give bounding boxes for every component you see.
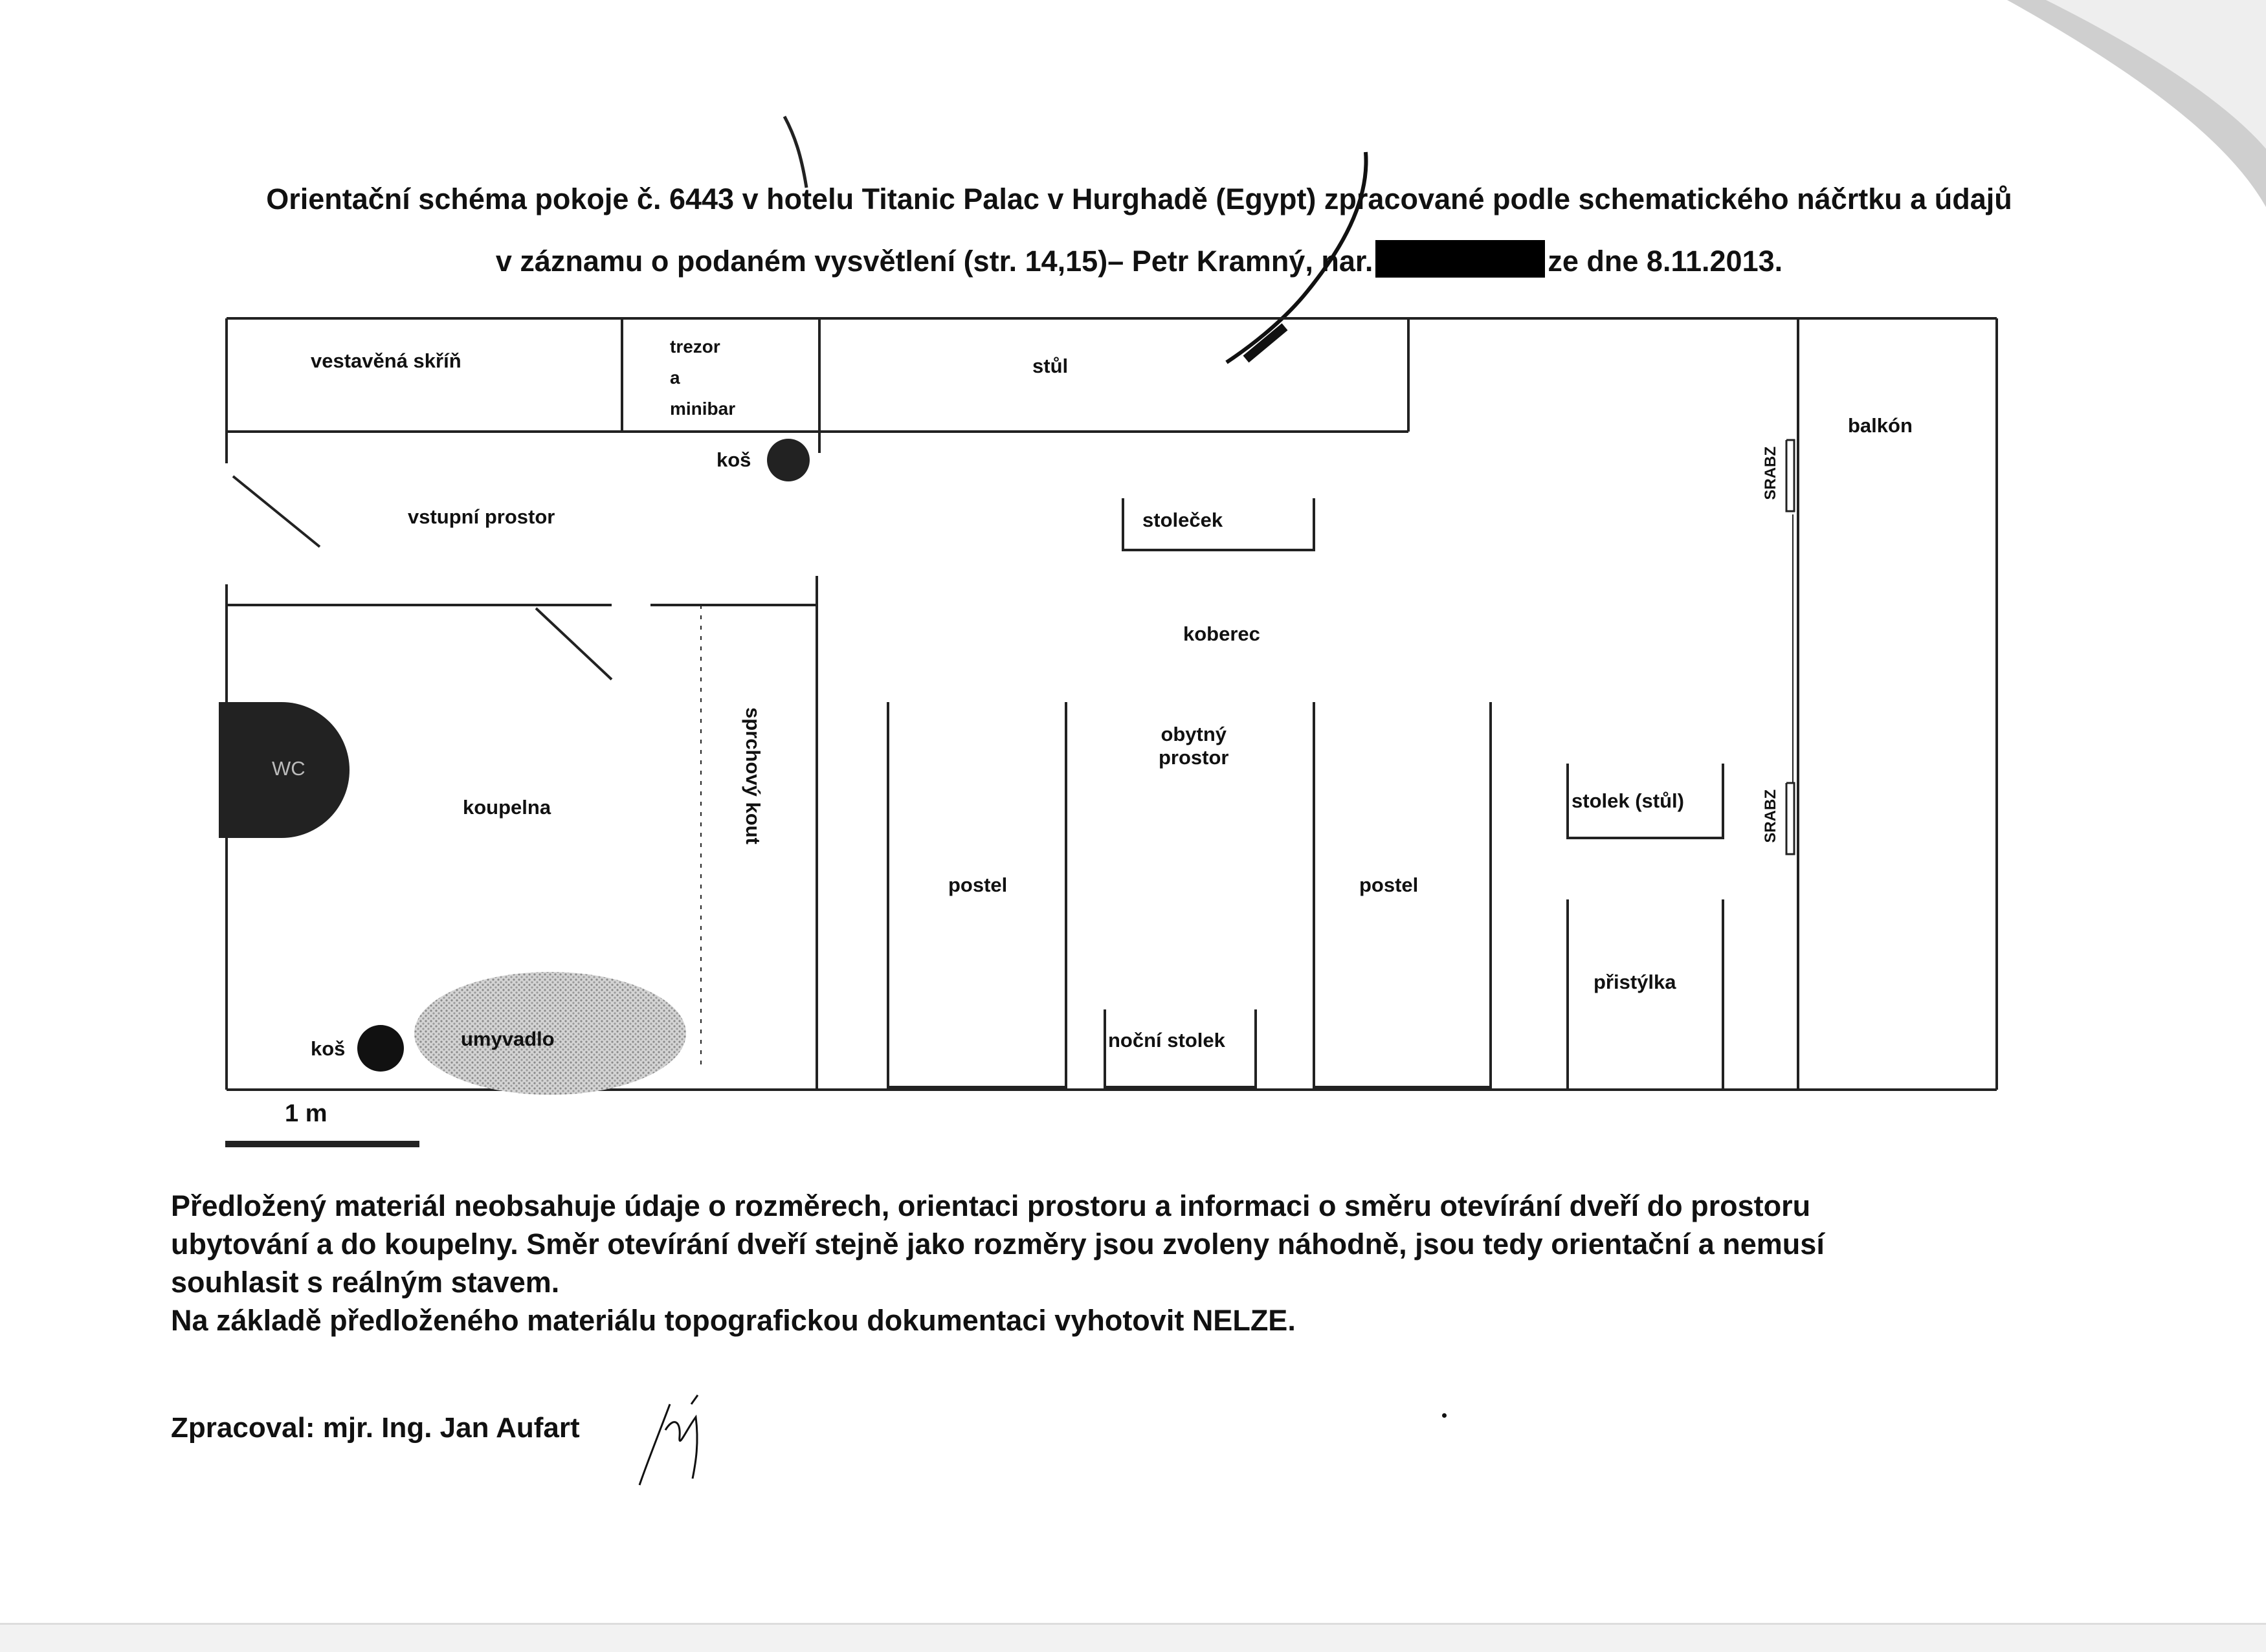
page-corner-fold — [2007, 0, 2266, 207]
note-line-2: ubytování a do koupelny. Směr otevírání … — [171, 1228, 1825, 1261]
bin-top-label: koš — [716, 448, 751, 471]
entrance-label: vstupní prostor — [408, 505, 555, 528]
door-bottom-label: SRABZ — [1762, 789, 1779, 843]
bin-top-shape — [767, 439, 810, 481]
night-table-label: noční stolek — [1108, 1029, 1225, 1052]
balcony-label: balkón — [1848, 414, 1913, 437]
bin-bottom-shape — [357, 1025, 404, 1072]
disclaimer-notes: Předložený materiál neobsahuje údaje o r… — [171, 1187, 2113, 1339]
note-line-1: Předložený materiál neobsahuje údaje o r… — [171, 1189, 1811, 1222]
note-line-3: souhlasit s reálným stavem. — [171, 1266, 560, 1299]
title-line-1: Orientační schéma pokoje č. 6443 v hotel… — [266, 182, 2012, 215]
title-line-2: v záznamu o podaném vysvětlení (str. 14,… — [117, 230, 2162, 292]
wc-label: WC — [272, 757, 305, 780]
sink-label: umyvadlo — [461, 1028, 555, 1050]
extra-bed-label: přistýlka — [1594, 971, 1676, 993]
redaction-box — [1375, 240, 1546, 278]
document-title: Orientační schéma pokoje č. 6443 v hotel… — [117, 168, 2162, 292]
wc-shape — [219, 702, 350, 838]
handwritten-signature — [638, 1394, 699, 1486]
bed-right-label: postel — [1359, 874, 1419, 896]
wardrobe-label: vestavěná skříň — [311, 349, 461, 372]
prepared-by: Zpracoval: mjr. Ing. Jan Aufart — [171, 1412, 580, 1444]
living-area-label: obytný prostor — [1159, 723, 1229, 769]
ink-dot — [1442, 1413, 1447, 1418]
bathroom-label: koupelna — [463, 796, 551, 819]
carpet-label: koberec — [1183, 622, 1260, 645]
shower-label: sprchový kout — [742, 707, 764, 844]
bed-left-label: postel — [948, 874, 1008, 896]
scale-label: 1 m — [285, 1100, 328, 1127]
side-table-label: stolek (stůl) — [1572, 789, 1684, 812]
safe-label: trezor a minibar — [670, 336, 736, 419]
desk-label: stůl — [1032, 355, 1069, 377]
bin-bottom-label: koš — [311, 1037, 346, 1060]
door-top-label: SRABZ — [1762, 446, 1779, 500]
page-bottom-edge — [0, 1623, 2266, 1652]
note-line-4: Na základě předloženého materiálu topogr… — [171, 1304, 1296, 1337]
stool-label: stoleček — [1142, 509, 1223, 531]
sink-shape — [414, 972, 686, 1095]
